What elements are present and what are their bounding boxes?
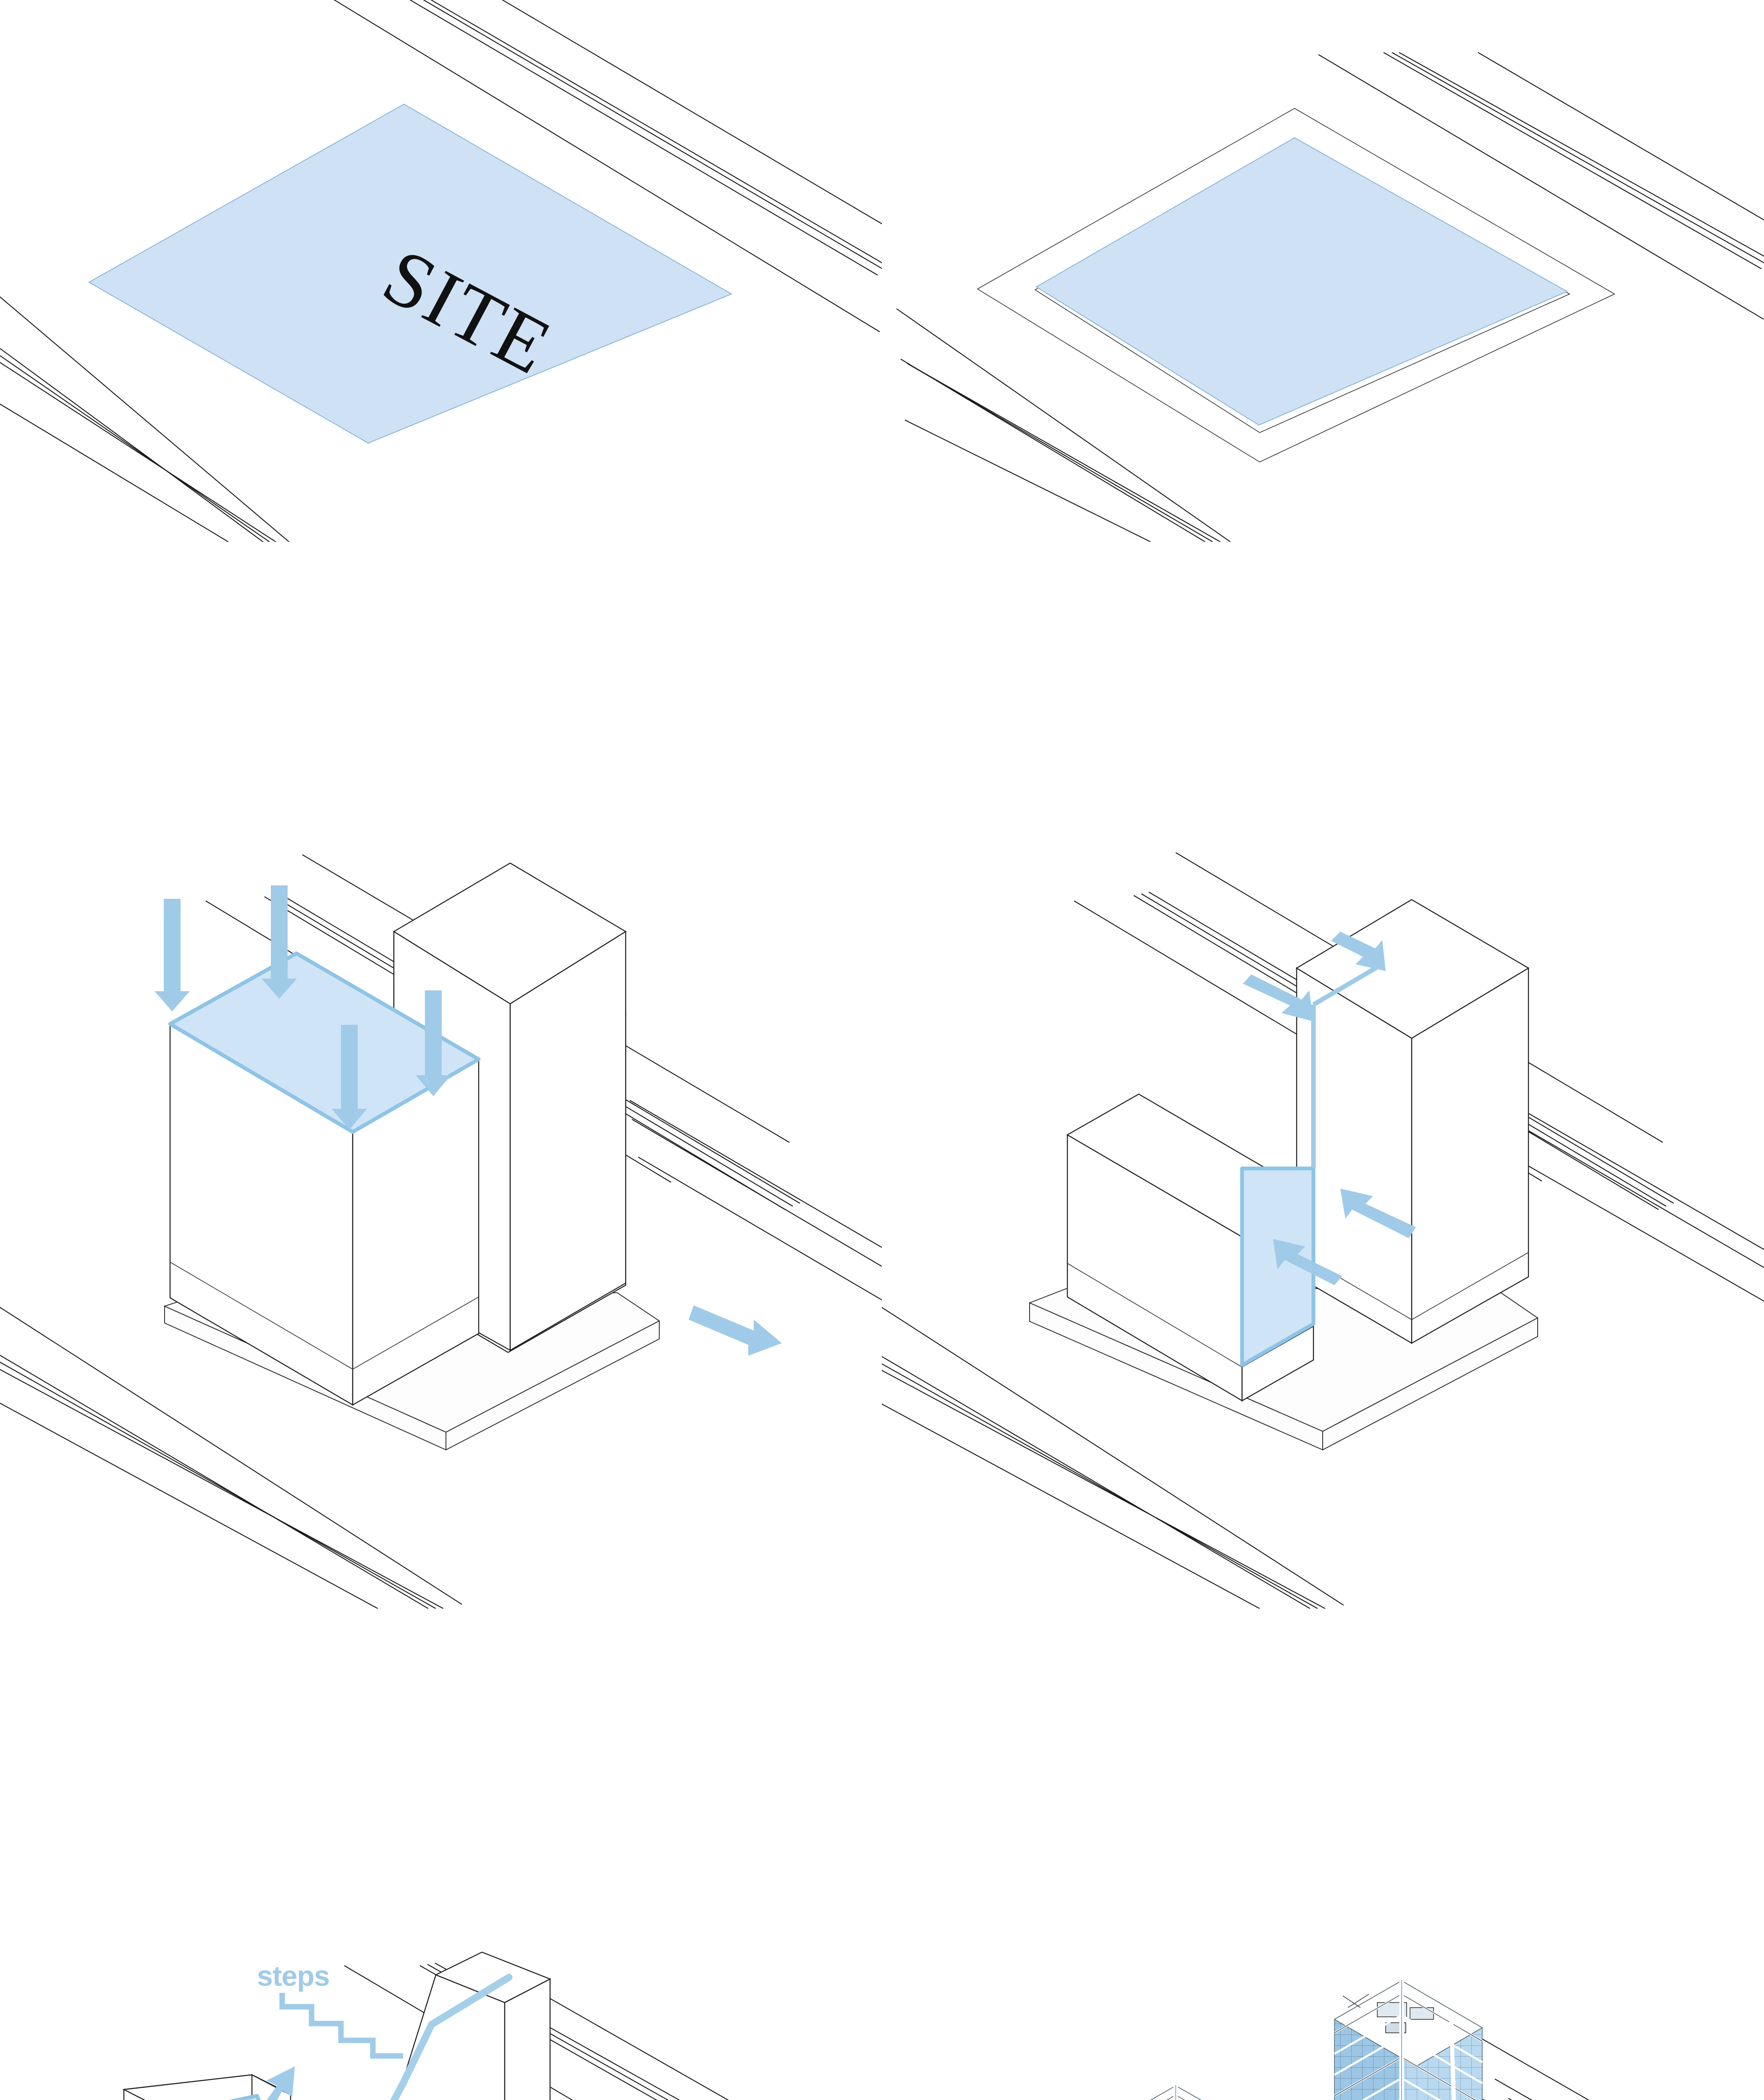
direction-arrow <box>689 1305 782 1356</box>
panel-4-separate-block: 4- SEPARATE THE BLOCK INTO TWO TOWERS th… <box>882 823 1764 1609</box>
panel-5-figure: steps <box>0 1882 882 2100</box>
separation-arrow-group-lower <box>1273 1189 1416 1285</box>
panel-5-adding-steps: steps 5- ADDING STEPS : To make the view… <box>0 1882 882 2100</box>
load-arrow-group <box>155 885 451 1130</box>
panel-6-final-form: 6- FINAL FORM adding frames to connect a… <box>882 1882 1764 2100</box>
panel-6-figure <box>882 1882 1764 2100</box>
panel-4-figure <box>882 823 1764 1609</box>
panel-2-figure <box>882 0 1764 542</box>
steps-callout-arrows <box>266 2066 295 2100</box>
separation-arrow-group-upper <box>1243 932 1386 1021</box>
panel-3-height-of-tower: 3- THE HEIGHT OF THE TOWER: The height o… <box>0 823 882 1609</box>
steps-label: steps <box>257 1960 330 1992</box>
panel-2-tower-building: 2- THE TOWER BUILDING: The site area equ… <box>882 0 1764 542</box>
panel-1-figure: SITE <box>0 0 882 542</box>
panel-1-site: SITE 1-SITE: The project site is located… <box>0 0 882 542</box>
panel-3-figure <box>0 823 882 1609</box>
